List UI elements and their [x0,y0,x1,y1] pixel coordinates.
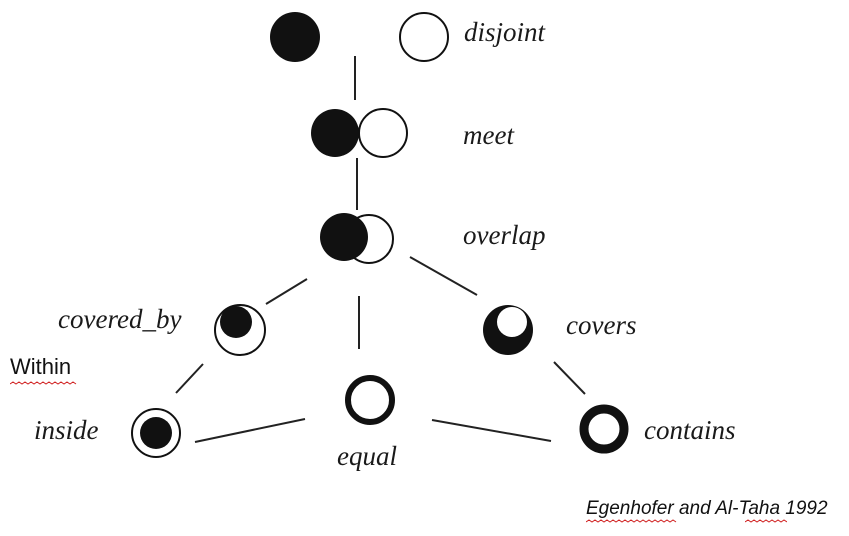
disjoint-symbol [270,12,449,62]
citation-spellcheck-underline-egenhofer [586,519,677,523]
disjoint-region-a [270,12,320,62]
covered-by-region-a [220,306,252,338]
equal-region [345,375,395,425]
edge-covers-contains [553,361,586,395]
within-spellcheck-underline [10,381,77,385]
disjoint-region-b [399,12,449,62]
citation-note: Egenhofer and Al-Taha 1992 [586,498,828,519]
covers-region-b [497,307,527,337]
label-inside: inside [34,415,99,445]
edge-overlap-covered-by [265,278,308,305]
inside-region-a [140,417,172,449]
edge-overlap-covers [409,256,478,296]
label-disjoint: disjoint [464,17,547,47]
edge-covered-by-inside [175,363,204,394]
overlap-symbol [320,213,394,264]
meet-region-a [311,109,359,157]
label-overlap: overlap [463,220,545,250]
label-meet: meet [463,120,515,150]
overlap-region-a [320,213,368,261]
label-contains: contains [644,415,736,445]
edge-equal-contains [431,419,552,442]
label-covered-by: covered_by [58,304,181,334]
meet-symbol [311,108,408,158]
inside-symbol [131,408,181,458]
contains-symbol [579,404,629,454]
equal-symbol [345,375,395,425]
covered-by-symbol [214,304,266,356]
label-covers: covers [566,310,636,340]
contains-region [579,404,629,454]
meet-region-b [358,108,408,158]
connector-lines [175,56,586,443]
covers-symbol [483,305,533,355]
edge-inside-equal [194,418,306,443]
within-note: Within [10,354,72,379]
label-equal: equal [337,441,397,471]
citation-spellcheck-underline-taha [745,519,787,523]
